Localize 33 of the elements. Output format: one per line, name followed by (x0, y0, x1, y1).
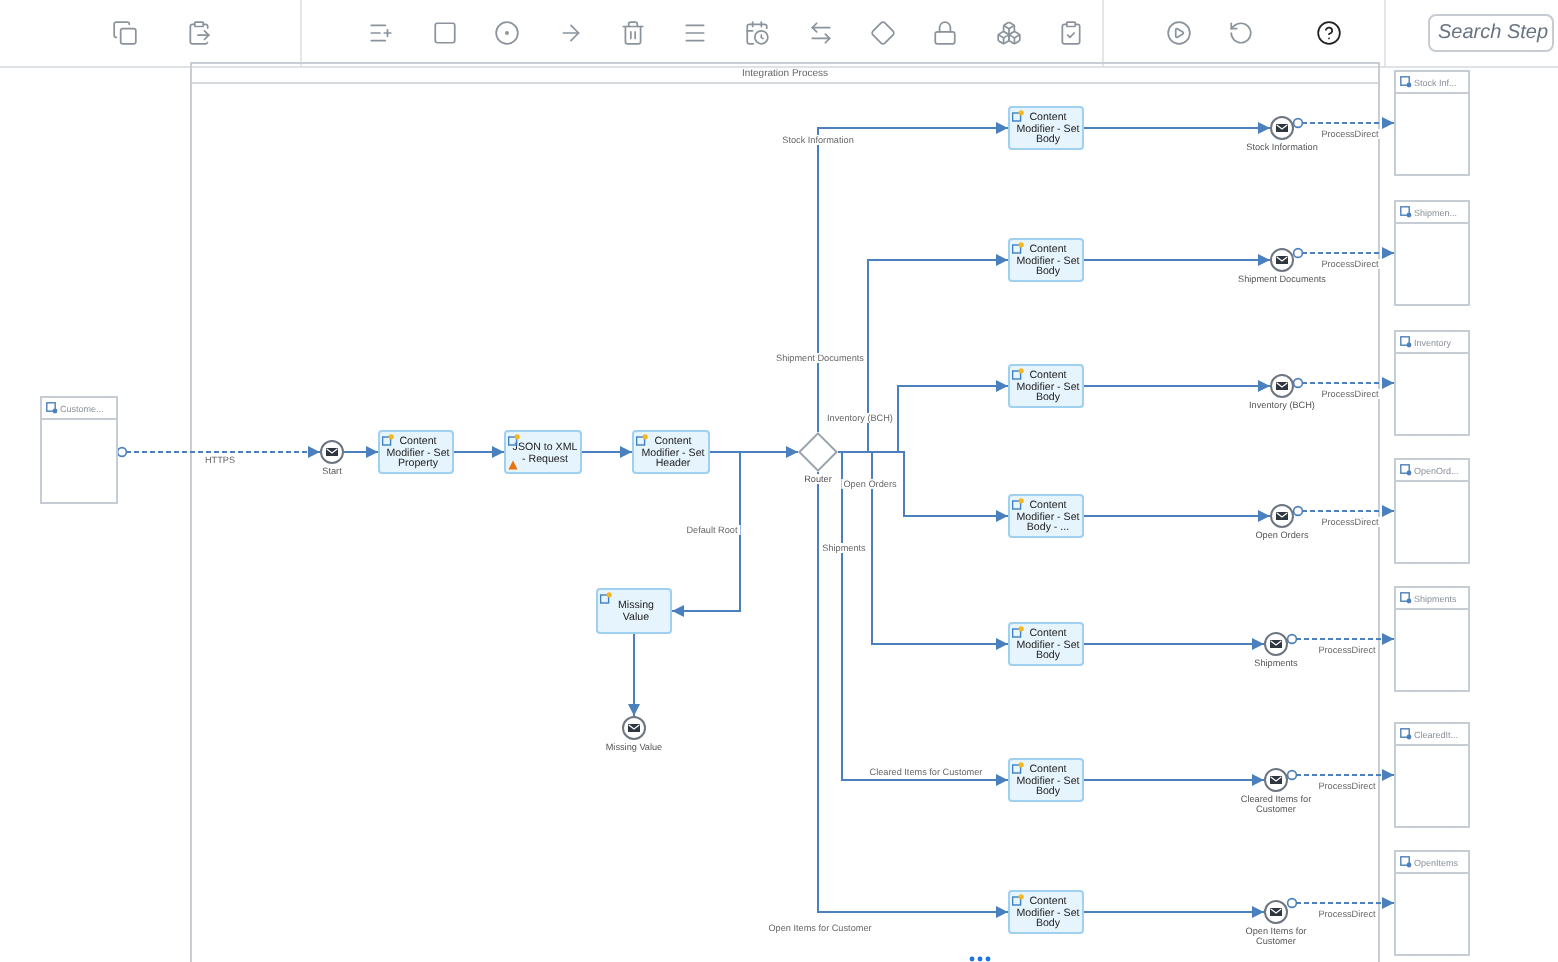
sequence-flow-arrow (817, 122, 1009, 433)
participant-box (40, 396, 118, 504)
sequence-flow-arrow (1083, 254, 1271, 266)
message-flow-arrow (116, 446, 321, 458)
participant-box (1394, 586, 1470, 692)
sequence-flow-arrow (1083, 380, 1271, 392)
participant-box (1394, 200, 1470, 306)
message-flow-arrow (1292, 505, 1395, 517)
integration-process-pool (190, 62, 1380, 962)
participant-box (1394, 722, 1470, 828)
sequence-flow-arrow (1083, 510, 1271, 522)
sequence-flow-arrow (1083, 122, 1271, 134)
sequence-flow-arrow (1083, 906, 1265, 918)
sequence-flow-arrow (837, 451, 1009, 786)
sequence-flow-arrow (628, 633, 640, 717)
search-field: Search Step (1428, 14, 1554, 52)
sequence-flow-arrow (817, 471, 1009, 918)
participant-box (1394, 458, 1470, 564)
message-flow-arrow (1292, 247, 1395, 259)
message-flow-arrow (1286, 769, 1395, 781)
participant-box (1394, 330, 1470, 436)
sequence-flow-arrow (1083, 774, 1265, 786)
sequence-flow-arrow (1083, 638, 1265, 650)
message-flow-arrow (1286, 897, 1395, 909)
message-flow-arrow (1292, 377, 1395, 389)
sequence-flow-arrow (453, 446, 505, 458)
sequence-flow-arrow (581, 446, 633, 458)
message-flow-arrow (1292, 117, 1395, 129)
message-flow-arrow (1286, 633, 1395, 645)
participant-box (1394, 850, 1470, 956)
sequence-flow-arrow (709, 446, 799, 458)
sequence-flow-arrow (343, 446, 379, 458)
participant-box (1394, 70, 1470, 176)
